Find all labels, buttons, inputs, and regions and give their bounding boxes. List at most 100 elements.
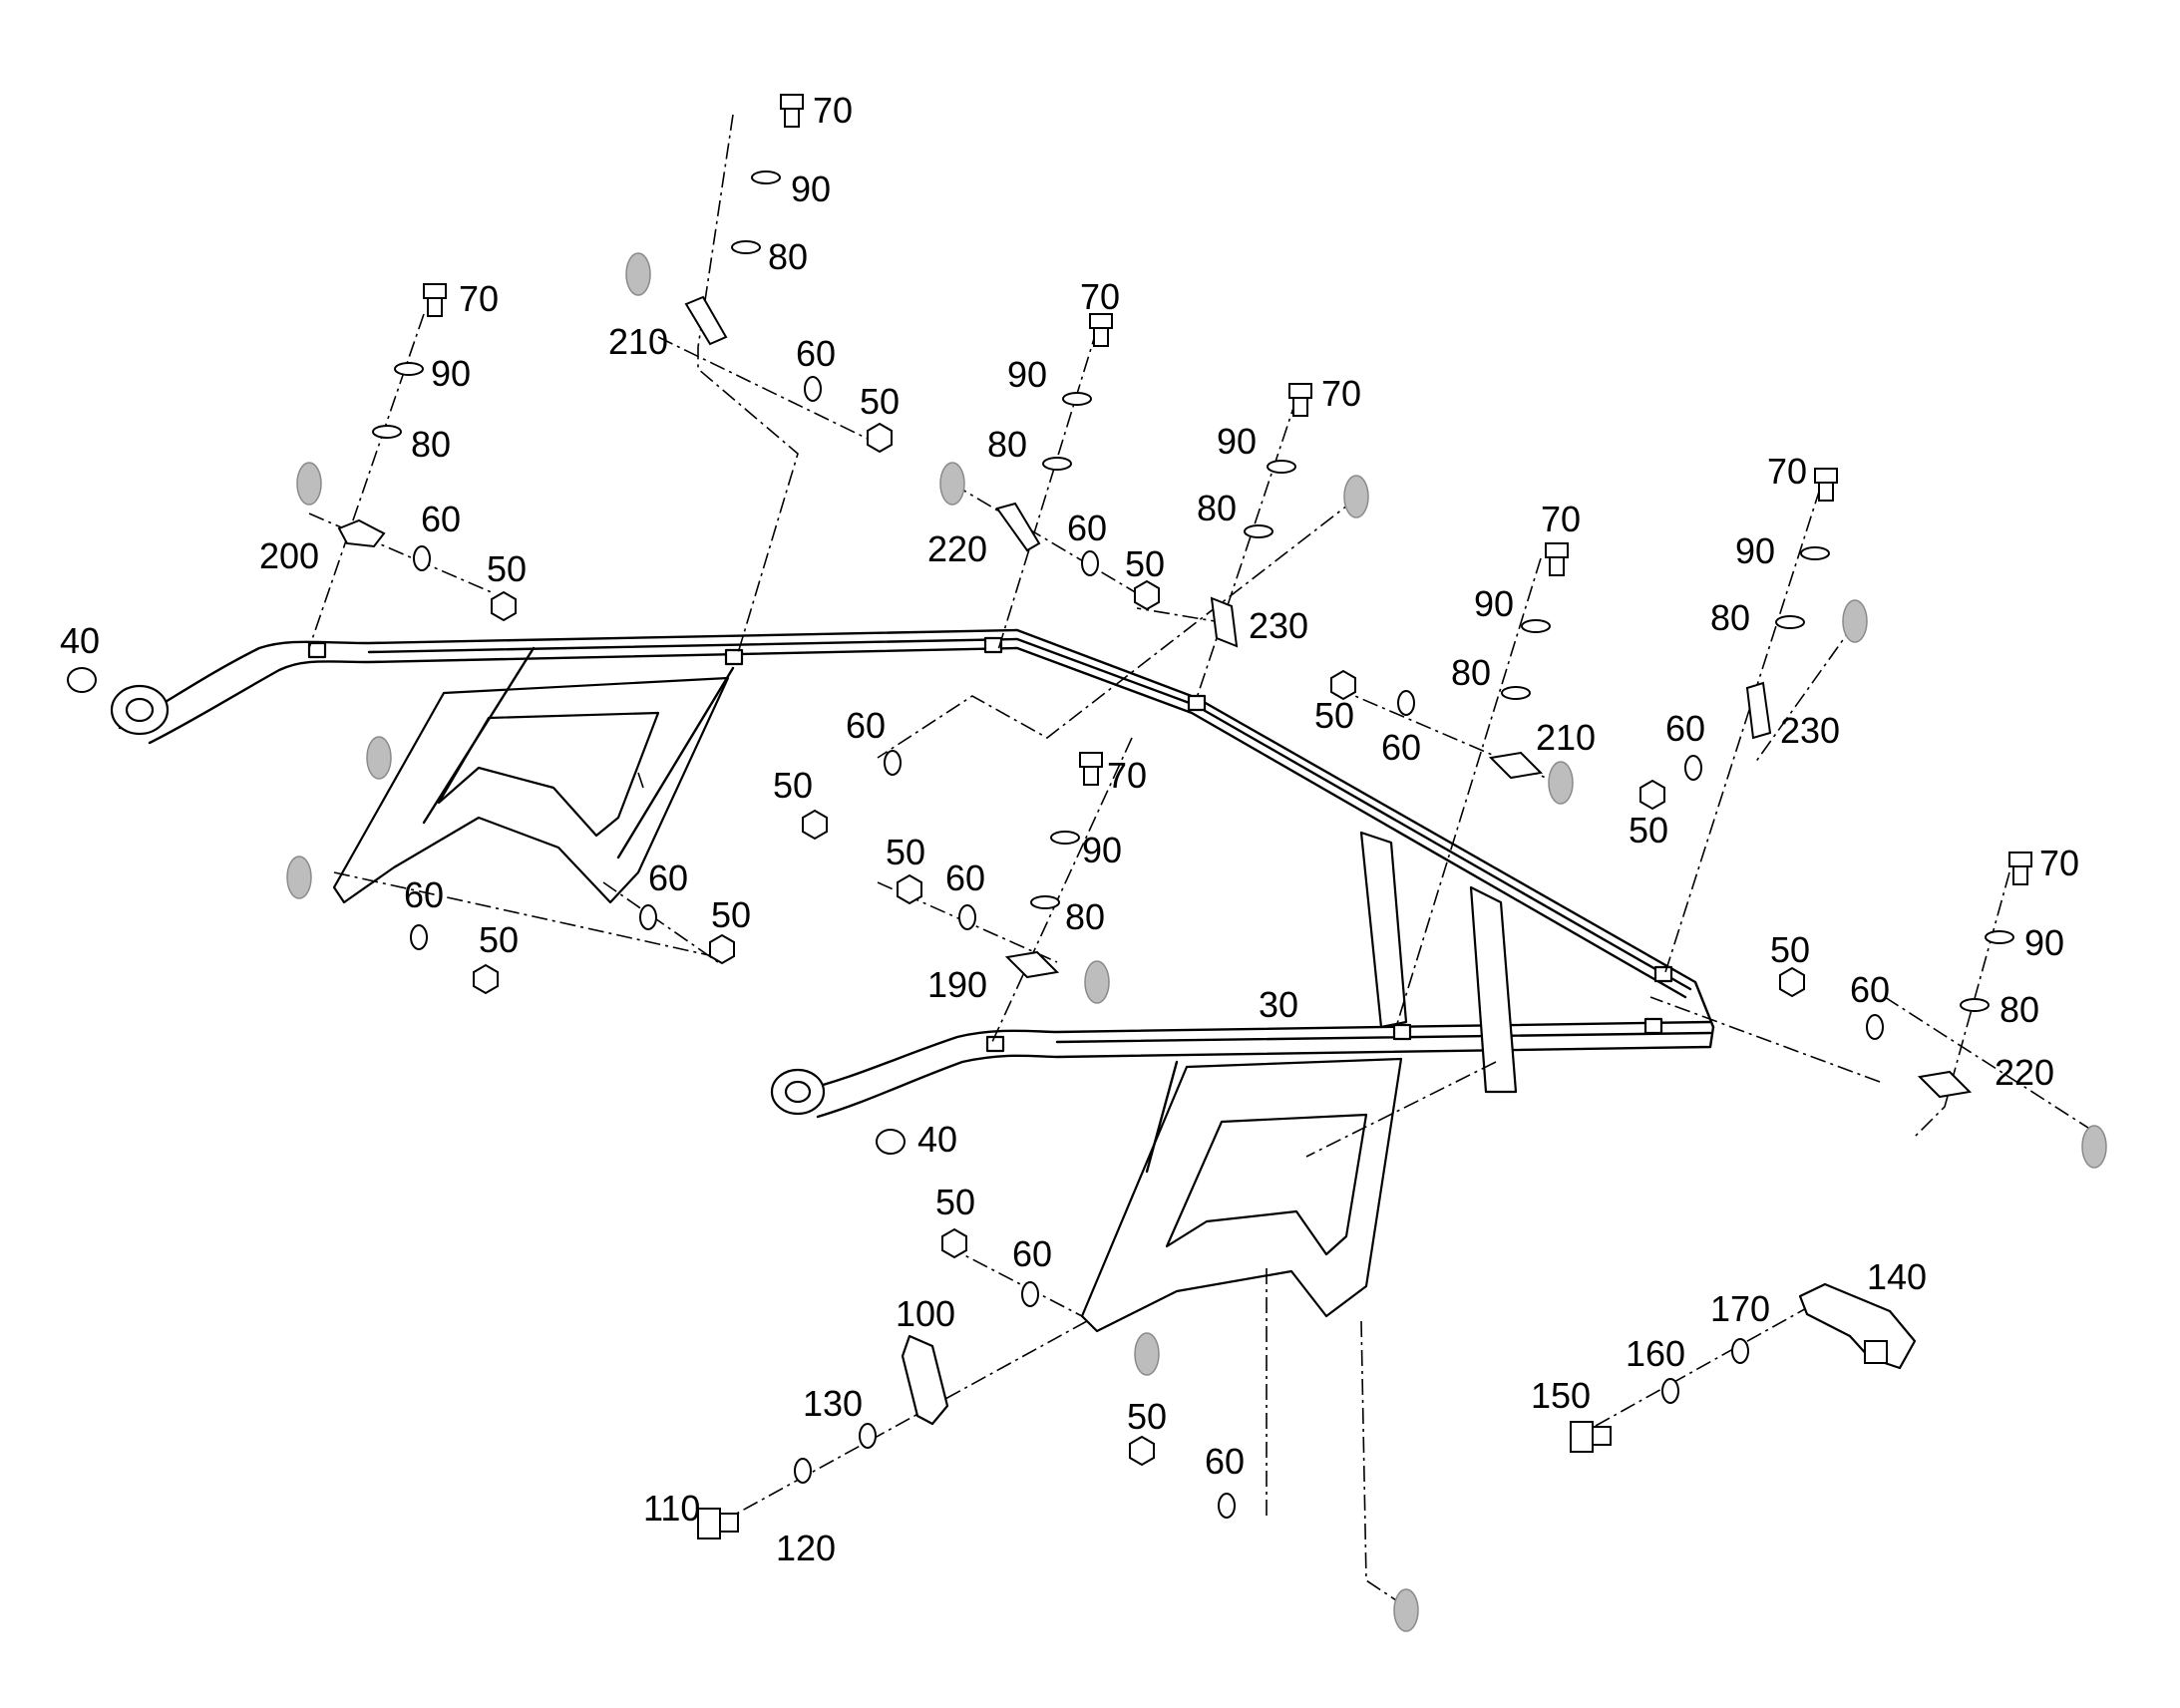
callout: 60	[421, 499, 461, 539]
rear-left-eye-hole	[125, 697, 155, 723]
front-rail-inner-edge	[1055, 1031, 1712, 1044]
callout: 230	[1249, 605, 1308, 646]
callout: 60	[1067, 508, 1107, 548]
rear-bracket-cutout	[437, 711, 660, 838]
callout: 50	[886, 832, 925, 872]
callout: 50	[773, 765, 813, 806]
callout: 50	[1127, 1396, 1167, 1437]
callout: 90	[1007, 354, 1047, 395]
grommet	[625, 252, 651, 296]
callout: 90	[1735, 530, 1775, 571]
callout: 50	[479, 919, 519, 960]
grommet	[286, 855, 312, 899]
callout: 120	[776, 1528, 836, 1568]
callout: 170	[1710, 1288, 1770, 1329]
callout: 50	[860, 381, 900, 422]
callout: 80	[411, 424, 451, 465]
fasteners	[67, 94, 2032, 1539]
callout: 80	[1065, 896, 1105, 937]
bolt-110	[697, 1508, 739, 1539]
callout: 70	[459, 278, 499, 319]
callout: 60	[404, 874, 444, 915]
bolt	[1079, 752, 1103, 786]
callout: 80	[1999, 989, 2039, 1030]
handle-140-mount	[1864, 1340, 1888, 1364]
front-bracket-cutout	[1165, 1113, 1368, 1256]
grommet	[939, 462, 965, 506]
callout: 90	[1217, 421, 1257, 462]
grommet	[296, 462, 322, 506]
callout: 60	[648, 857, 688, 898]
rail-tab	[983, 636, 1003, 654]
callout: 60	[1012, 1233, 1052, 1274]
rail-tab	[1643, 1017, 1663, 1035]
callout: 70	[1107, 755, 1147, 796]
callout: 70	[1541, 499, 1581, 539]
callout: 60	[1665, 708, 1705, 749]
callout: 80	[1451, 652, 1491, 693]
side-upright-right	[1469, 885, 1518, 1094]
callout: 110	[643, 1488, 700, 1529]
bolt	[423, 283, 447, 317]
callout: 220	[927, 528, 987, 569]
callout: 60	[1205, 1441, 1245, 1482]
side-upright-left	[1359, 831, 1408, 1029]
callout: 60	[1381, 727, 1421, 768]
bolt	[1288, 383, 1312, 417]
rail-tab	[985, 1035, 1005, 1053]
grommet	[1084, 960, 1110, 1004]
callout: 70	[1767, 451, 1807, 492]
callout: 130	[803, 1383, 863, 1424]
callout: 60	[945, 857, 985, 898]
front-rail	[796, 1020, 1712, 1094]
callout: 80	[768, 236, 808, 277]
callout: 50	[1770, 929, 1810, 970]
callout: 90	[1082, 830, 1122, 870]
callout: 30	[1259, 984, 1298, 1025]
washers	[372, 171, 2014, 1012]
bolt	[1814, 468, 1838, 502]
callout: 220	[1995, 1052, 2054, 1093]
callout: 70	[1321, 373, 1361, 414]
callout: 40	[60, 620, 100, 661]
grommet	[1134, 1332, 1160, 1376]
callout: 70	[813, 90, 853, 131]
callout-labels: 70 90 80 70 90 80 210 60 50 200 60 50 40…	[60, 90, 2079, 1568]
frame-assembly	[110, 628, 1715, 1333]
grommet	[1343, 475, 1369, 518]
callout: 60	[846, 705, 886, 746]
callout: 50	[1125, 543, 1165, 584]
rail-tab	[307, 641, 327, 659]
callout: 200	[259, 535, 319, 576]
callout: 50	[1314, 695, 1354, 736]
callout: 80	[1710, 597, 1750, 638]
callout: 100	[896, 1293, 955, 1334]
callout: 80	[987, 424, 1027, 465]
bolt	[2008, 852, 2032, 885]
callout: 70	[2039, 843, 2079, 883]
callout: 60	[1850, 969, 1890, 1010]
callout: 50	[487, 548, 527, 589]
callout: 50	[1629, 810, 1668, 851]
callout: 90	[1474, 583, 1514, 624]
nuts	[67, 422, 1805, 1467]
rear-rail-inner-edge	[367, 637, 1692, 991]
callout: 190	[927, 964, 987, 1005]
front-rail-lower-edge	[816, 1025, 1715, 1119]
callout: 90	[2024, 922, 2064, 963]
callout: 80	[1197, 488, 1237, 528]
spacer-40	[876, 1129, 906, 1155]
rear-bracket-strut	[422, 646, 536, 825]
callout: 40	[917, 1119, 957, 1160]
callout: 230	[1780, 710, 1840, 751]
callout: 60	[796, 333, 836, 374]
rail-tab	[1392, 1023, 1412, 1041]
callout: 160	[1626, 1333, 1685, 1374]
rear-bracket-strut2	[616, 666, 735, 859]
flat-washers	[410, 376, 1884, 1519]
grommets	[286, 252, 2107, 1632]
callout: 210	[1536, 717, 1596, 758]
clips	[337, 295, 1973, 1099]
callout: 90	[791, 169, 831, 209]
